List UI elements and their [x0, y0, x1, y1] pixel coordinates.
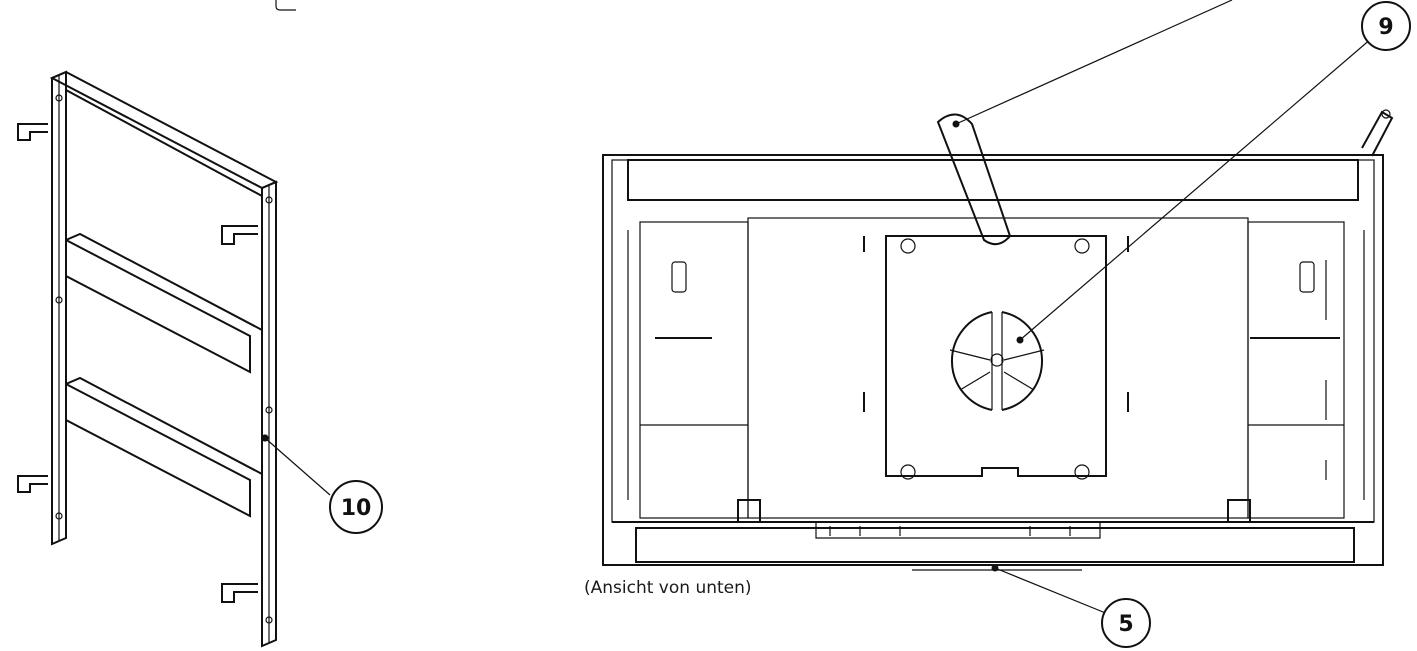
unit-bottom-view — [602, 109, 1394, 571]
svg-text:9: 9 — [1378, 15, 1393, 40]
svg-text:5: 5 — [1118, 612, 1133, 637]
wall-bracket-frame — [17, 70, 279, 648]
leader-lines — [261, 0, 1373, 615]
view-caption: (Ansicht von unten) — [584, 578, 752, 598]
svg-text:10: 10 — [341, 496, 372, 521]
callout-5: 5 — [1101, 598, 1151, 648]
cropped-box-edge — [275, 0, 296, 11]
callout-10: 10 — [329, 480, 383, 534]
callout-9: 9 — [1361, 1, 1411, 51]
